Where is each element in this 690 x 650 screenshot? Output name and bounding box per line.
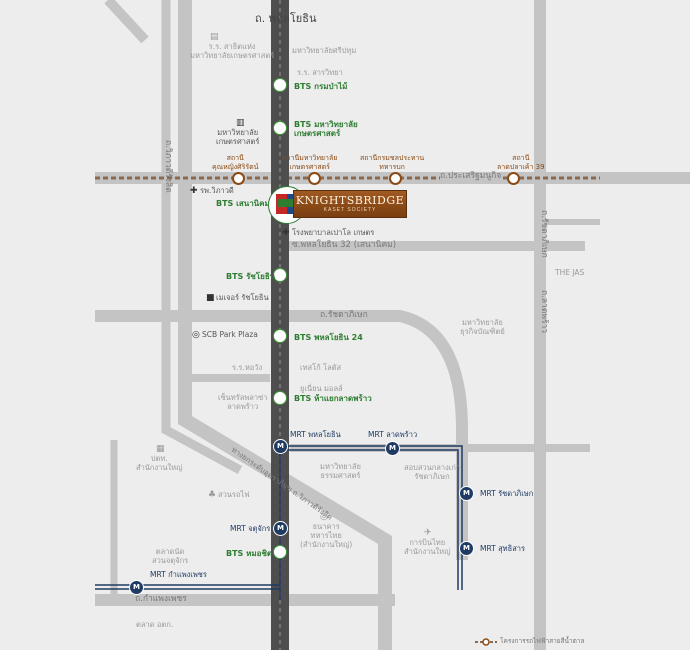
project-brand-badge: KNIGHTSBRIDGE KASET SOCIETY <box>293 190 407 218</box>
bts-station-marker <box>273 121 287 135</box>
landmark-label: มหาวิทยาลัย เกษตรศาสตร์ <box>216 128 260 146</box>
logo-green-part <box>278 199 296 207</box>
landmark-label: มหาวิทยาลัยศรีปทุม <box>292 46 357 55</box>
road-label-phahonyothin: ถ. พหลโยธิน <box>255 12 317 25</box>
mrt-station-label: MRT จตุจักร <box>230 524 271 533</box>
mrt-station-label: MRT ลาดพร้าว <box>368 430 418 439</box>
landmark-label: ธนาคาร ทหารไทย (สำนักงานใหญ่) <box>300 522 353 549</box>
landmark-label: เซ็นทรัลพลาซ่า ลาดพร้าว <box>218 393 268 411</box>
road-label-lat-phrao-vertical: ถ.ลาดพร้าว <box>539 290 549 334</box>
bts-station-label: BTS รัชโยธิน <box>226 272 276 281</box>
brown-station-label: สถานี ลาดปลาเค้า 39 <box>497 154 545 171</box>
landmark-label: ร.ร. สารวิทยา <box>297 68 343 77</box>
landmark-label: ตลาดนัด สวนจตุจักร <box>152 547 189 565</box>
mrt-station-marker: M <box>385 441 400 456</box>
bts-station-label: BTS มหาวิทยาลัย เกษตรศาสตร์ <box>294 120 358 138</box>
shopping-bag-icon: ■ <box>206 293 215 303</box>
brown-station-label: สถานีมหาวิทยาลัย เกษตรศาสตร์ <box>282 154 338 171</box>
bts-station-marker <box>273 391 287 405</box>
landmark-label: เทสโก้ โลตัส <box>300 363 342 372</box>
landmark-label: สวนรถไฟ <box>218 490 250 499</box>
plane-icon: ✈ <box>424 528 432 538</box>
road-label-ratchada-east: ถ.รัชดาภิเษก <box>539 210 549 258</box>
mrt-station-marker: M <box>273 439 288 454</box>
bts-line <box>271 0 289 650</box>
mrt-station-marker: M <box>459 541 474 556</box>
landmark-label: มหาวิทยาลัย ธรรมศาสตร์ <box>320 462 361 480</box>
landmark-label: THE JAS <box>555 268 585 277</box>
brown-station-marker <box>308 172 321 185</box>
bts-station-label: BTS ห้าแยกลาดพร้าว <box>294 394 372 403</box>
road-ratchadaphisek <box>95 310 468 560</box>
landmark-label: ตลาด อตก. <box>136 620 174 629</box>
mrt-station-marker: M <box>273 521 288 536</box>
brand-name: KNIGHTSBRIDGE <box>295 194 405 207</box>
bts-station-label: BTS พหลโยธิน 24 <box>294 333 363 342</box>
bts-station-marker <box>273 329 287 343</box>
hospital-icon: ✚ <box>282 228 290 238</box>
legend-label: โครงการรถไฟฟ้าสายสีน้ำตาล <box>500 637 585 645</box>
brown-station-marker <box>507 172 520 185</box>
bts-station-marker <box>273 78 287 92</box>
road-label-ratchadaphisek: ถ.รัชดาภิเษก <box>320 310 368 320</box>
tree-icon: ♣ <box>208 490 217 500</box>
bts-station-marker <box>273 545 287 559</box>
brown-station-marker <box>389 172 402 185</box>
mrt-station-label: MRT พหลโยธิน <box>290 430 341 439</box>
road-label-prasertmanukit: ถ.ประเสริฐมนูกิจ <box>440 171 502 181</box>
landmark-label: รพ.วิภาวดี <box>200 186 234 195</box>
mrt-station-label: MRT สุทธิสาร <box>480 544 526 553</box>
bts-station-label: BTS หมอชิต <box>226 549 273 558</box>
brown-station-label: สถานี คุณหญิงศิริรัตน์ <box>212 154 259 171</box>
landmark-label: สอบสวนกลางเก่า รัชดาภิเษก <box>404 463 461 481</box>
road-label-vibhavadi: ถ.วิภาวดีรังสิต <box>163 140 173 193</box>
landmark-label: ร.ร.หอวัง <box>232 363 263 372</box>
bts-station-label: BTS กรมป่าไม้ <box>294 82 348 91</box>
brown-station-label: สถานีกรมชลประทาน ทหารบก <box>360 154 425 171</box>
book-icon: ▥ <box>236 118 245 128</box>
mrt-station-label: MRT กำแพงเพชร <box>150 570 207 579</box>
landmark-label: ปตท. สำนักงานใหญ่ <box>136 454 183 472</box>
legend-line <box>475 638 497 646</box>
road-label-soi-32: ซ.พหลโยธิน 32 (เสนานิคม) <box>292 240 397 250</box>
mrt-station-marker: M <box>129 580 144 595</box>
bank-icon: ◎ <box>192 330 200 340</box>
vibhavadi-road <box>161 0 243 474</box>
bank-icon: ◎ <box>320 512 328 522</box>
road-top-left-diagonal <box>104 0 149 44</box>
landmark-label: ร.ร. สาธิตแห่ง มหาวิทยาลัยเกษตรศาสตร์ <box>190 42 275 60</box>
landmark-label: มหาวิทยาลัย ธุรกิจบัณฑิตย์ <box>460 318 505 336</box>
brand-subtitle: KASET SOCIETY <box>323 207 377 213</box>
bts-station-label: BTS เสนานิคม <box>216 199 270 208</box>
landmark-label: SCB Park Plaza <box>202 330 258 339</box>
landmark-label: โรงพยาบาลเปาโล เกษตร <box>292 228 375 237</box>
landmark-label: ยูเนี่ยน มอลล์ <box>300 384 343 393</box>
landmark-label: เมเจอร์ รัชโยธิน <box>216 293 269 302</box>
school-icon: ▤ <box>210 32 219 42</box>
road-label-kamphaeng-phet: ถ.กำแพงเพชร <box>135 594 187 604</box>
mrt-station-marker: M <box>459 486 474 501</box>
hospital-icon: ✚ <box>190 186 198 196</box>
brown-station-marker <box>232 172 245 185</box>
bts-station-marker <box>273 268 287 282</box>
landmark-label: การบินไทย สำนักงานใหญ่ <box>404 538 451 556</box>
mrt-station-label: MRT รัชดาภิเษก <box>480 489 534 498</box>
building-icon: ▦ <box>156 444 165 454</box>
